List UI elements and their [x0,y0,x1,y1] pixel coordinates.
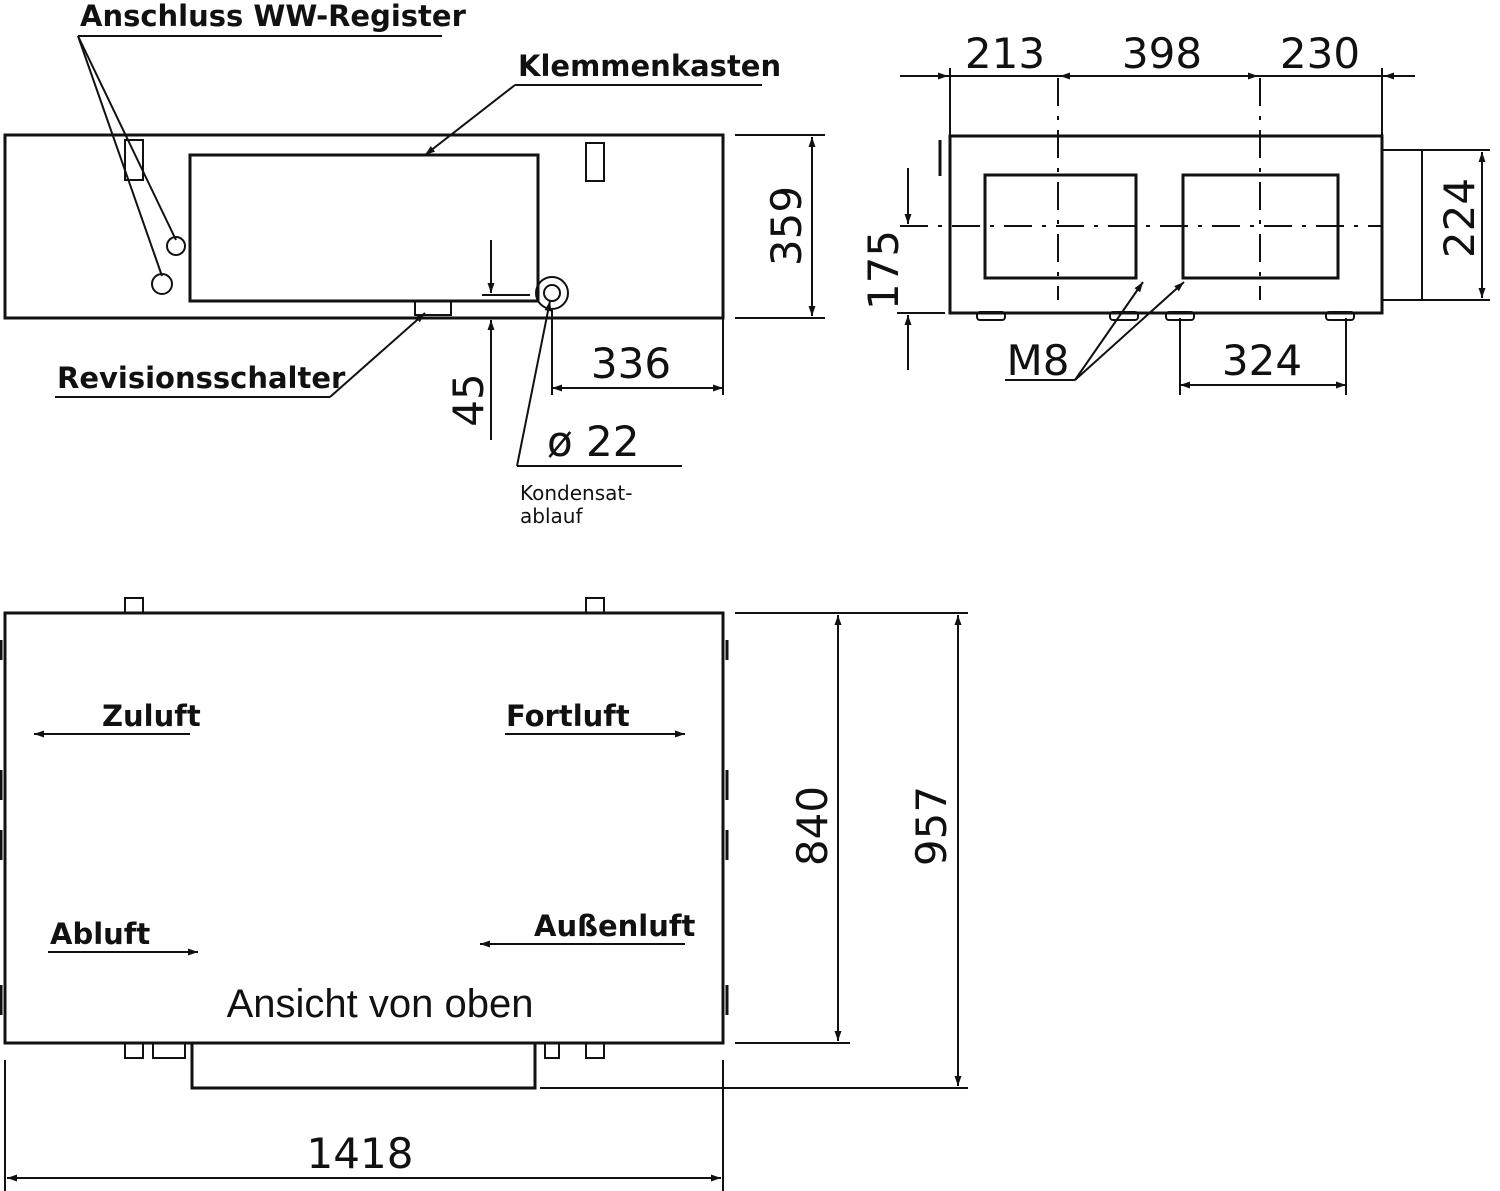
label-abluft: Abluft [50,917,150,951]
switch-top-view [152,1042,186,1059]
dim-230: 230 [1280,29,1360,78]
label-anschluss-ww-register: Anschluss WW-Register [80,0,467,33]
dim-957: 957 [907,786,956,866]
register-connection-1 [166,236,186,256]
terminal-box-outline [188,153,540,303]
d22-leader [516,300,552,467]
label-m8: M8 [1007,336,1070,385]
housing-side-outline [948,134,1384,315]
m8-leader-1 [1074,281,1144,381]
bracket-top-left [124,597,144,614]
label-klemmenkasten: Klemmenkasten [518,49,781,83]
housing-top-outline [3,611,725,1045]
foot-2 [1109,311,1139,321]
top-view: Zuluft Fortluft Abluft Außenluft Ansicht… [0,597,968,1191]
bracket-bottom-right [585,1042,605,1059]
label-zuluft: Zuluft [102,699,201,733]
bracket-bottom-left [124,1042,144,1059]
dim-213: 213 [965,29,1045,78]
label-kondensat-line2: ablauf [520,504,583,528]
label-revisionsschalter: Revisionsschalter [57,361,346,395]
side-view: 213 398 230 224 175 324 M8 [859,29,1490,395]
terminal-box-top-view [190,1043,537,1090]
dim-224: 224 [1435,178,1484,258]
side-flange [1381,149,1423,301]
dim-840: 840 [788,786,837,866]
label-kondensat-line1: Kondensat- [520,481,632,505]
register-bracket [124,139,144,181]
dim-175: 175 [859,230,908,310]
housing-front-outline [3,133,725,320]
dim-d22: ø 22 [547,417,640,466]
condensate-drain-outer [535,276,569,310]
dim-359: 359 [762,186,811,266]
label-fortluft: Fortluft [506,699,630,733]
condensate-drain-inner [543,284,561,302]
revisionsschalter-leader [329,312,426,398]
anschluss-leader-2 [77,35,163,277]
klemmenkasten-leader [424,84,516,156]
dim-324: 324 [1222,336,1302,385]
label-aussenluft: Außenluft [534,909,695,943]
register-connection-2 [151,273,173,295]
dim-1418: 1418 [307,1129,414,1178]
m8-leader-2 [1074,281,1185,381]
foot-4 [1325,311,1355,321]
bracket-top-right [585,597,605,614]
revision-switch [414,300,452,316]
dim-336: 336 [591,339,671,388]
front-view: Anschluss WW-Register Klemmenkasten Revi… [3,0,825,528]
dim-45: 45 [444,373,493,426]
label-ansicht-von-oben: Ansicht von oben [227,982,534,1026]
slot-marker [585,142,605,182]
dim-398: 398 [1122,29,1202,78]
drain-top-view [544,1042,560,1059]
anschluss-leader-1 [77,35,177,241]
foot-1 [976,311,1006,321]
